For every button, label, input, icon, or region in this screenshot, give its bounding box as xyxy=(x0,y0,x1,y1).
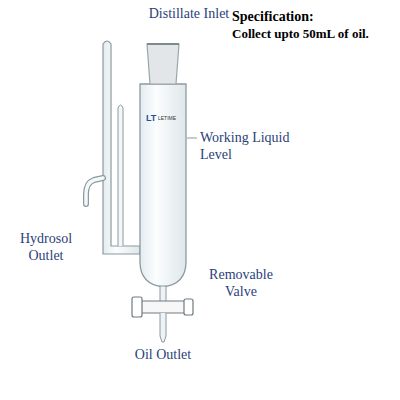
ground-glass-joint xyxy=(147,44,179,84)
hydrosol-spout xyxy=(86,178,103,204)
spec-heading: Specification: xyxy=(232,8,398,25)
valve-barrel xyxy=(140,301,186,313)
logo-text: LETIME xyxy=(158,115,186,121)
part-label: Removable Valve xyxy=(199,266,283,300)
spec-text: Collect upto 50mL of oil. xyxy=(232,26,398,42)
inner-tube xyxy=(118,105,123,246)
valve-nut xyxy=(184,299,193,315)
hydrosol-spout-inner xyxy=(86,178,103,204)
valve-handle xyxy=(132,297,142,317)
part-label: Hydrosol Outlet xyxy=(10,230,82,264)
oil-outlet-stem xyxy=(160,313,166,342)
side-arm-tube xyxy=(103,41,140,254)
part-label: Oil Outlet xyxy=(113,346,213,363)
part-label: Distillate Inlet xyxy=(148,5,230,22)
upper-stem xyxy=(160,286,166,302)
separator-body xyxy=(140,84,186,287)
joint-rim xyxy=(147,43,179,45)
part-label: Working Liquid Level xyxy=(200,129,312,163)
leader-line xyxy=(187,138,197,139)
